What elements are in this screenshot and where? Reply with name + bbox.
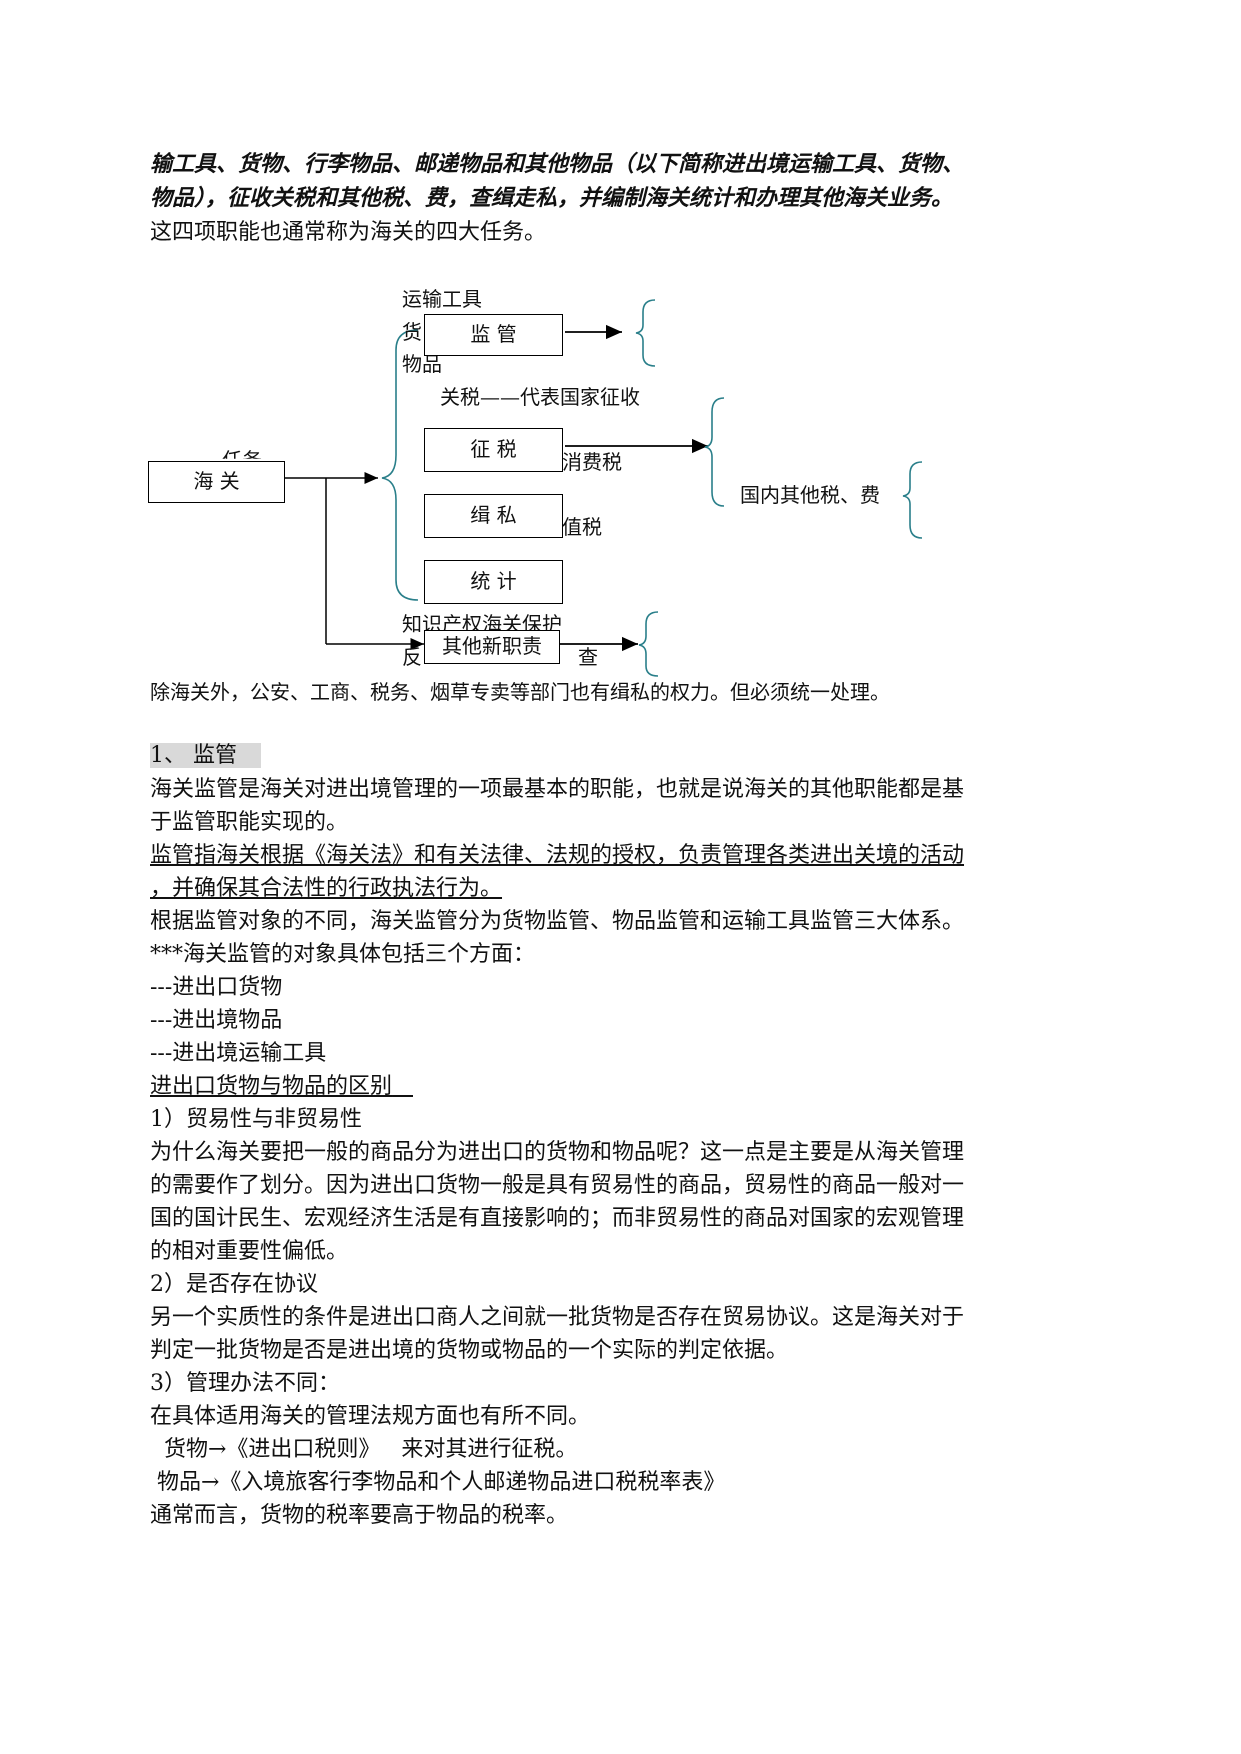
difference-2-line-2: 判定一批货物是否是进出境的货物或物品的一个实际的判定依据。 (150, 1338, 789, 1363)
box-supervise: 监 管 (424, 314, 563, 356)
label-domestic-taxes: 国内其他税、费 (740, 483, 880, 507)
difference-3-conclusion: 通常而言，货物的税率要高于物品的税率。 (150, 1503, 569, 1528)
label-goods: 货 (402, 320, 422, 344)
object-item-1: ---进出口货物 (150, 975, 283, 1000)
intro-line-2: 物品），征收关税和其他税、费，查缉走私，并编制海关统计和办理其他海关业务。 (150, 185, 954, 211)
customs-task-diagram (285, 299, 923, 677)
label-vat: 值税 (562, 515, 602, 539)
intro-line-1: 输工具、货物、行李物品、邮递物品和其他物品（以下简称进出境运输工具、货物、 (150, 151, 965, 177)
difference-1-line-1: 为什么海关要把一般的商品分为进出口的货物和物品呢？这一点是主要是从海关管理 (150, 1140, 965, 1165)
difference-2-line-1: 另一个实质性的条件是进出口商人之间就一批货物是否存在贸易协议。这是海关对于 (150, 1305, 965, 1330)
box-tax: 征 税 (424, 428, 563, 472)
object-item-2: ---进出境物品 (150, 1008, 283, 1033)
difference-3-title: 3）管理办法不同： (150, 1371, 340, 1396)
label-anti-tail: 查 (578, 645, 598, 669)
difference-1-line-4: 的相对重要性偏低。 (150, 1239, 349, 1264)
section-heading-supervision: 1、 监管 (150, 739, 261, 772)
object-item-3: ---进出境运输工具 (150, 1041, 327, 1066)
difference-1-title: 1）贸易性与非贸易性 (150, 1107, 362, 1132)
definition-line-1: 监管指海关根据《海关法》和有关法律、法规的授权，负责管理各类进出关境的活动 (150, 843, 965, 868)
label-tariff: 关税——代表国家征收 (440, 385, 640, 409)
difference-2-title: 2）是否存在协议 (150, 1272, 318, 1297)
para-1-line-2: 于监管职能实现的。 (150, 810, 349, 835)
para-3: ***海关监管的对象具体包括三个方面： (150, 942, 536, 967)
difference-1-line-3: 国的国计民生、宏观经济生活是有直接影响的；而非贸易性的商品对国家的宏观管理 (150, 1206, 965, 1231)
label-task-overlap: 任务 (222, 448, 262, 472)
label-transport: 运输工具 (402, 287, 482, 311)
box-statistics: 统 计 (424, 560, 563, 604)
label-articles: 物品 (402, 352, 442, 376)
difference-3-line-1: 在具体适用海关的管理法规方面也有所不同。 (150, 1404, 591, 1429)
box-customs: 海 关 (148, 461, 285, 503)
difference-heading-text: 进出口货物与物品的区别 (150, 1074, 393, 1099)
difference-3-articles: 物品→《入境旅客行李物品和个人邮递物品进口税税率表》 (150, 1470, 726, 1495)
difference-heading: 进出口货物与物品的区别 (150, 1070, 413, 1103)
difference-3-goods: 货物→《进出口税则》 来对其进行征税。 (150, 1437, 578, 1462)
para-2: 根据监管对象的不同，海关监管分为货物监管、物品监管和运输工具监管三大体系。 (150, 909, 965, 934)
difference-1-line-2: 的需要作了划分。因为进出口货物一般是具有贸易性的商品，贸易性的商品一般对一 (150, 1173, 965, 1198)
section-heading-text: 1、 监管 (150, 743, 261, 768)
intro-line-3: 这四项职能也通常称为海关的四大任务。 (150, 220, 547, 245)
smuggling-note: 除海关外，公安、工商、税务、烟草专卖等部门也有缉私的权力。但必须统一处理。 (150, 680, 890, 704)
label-anti: 反 (402, 645, 422, 669)
box-anti-smuggling: 缉 私 (424, 494, 563, 538)
definition-line-2: ，并确保其合法性的行政执法行为。 (150, 876, 503, 901)
para-1-line-1: 海关监管是海关对进出境管理的一项最基本的职能，也就是说海关的其他职能都是基 (150, 777, 965, 802)
box-other-duties: 其他新职责 (424, 630, 560, 664)
label-consumption-tax: 消费税 (562, 450, 622, 474)
